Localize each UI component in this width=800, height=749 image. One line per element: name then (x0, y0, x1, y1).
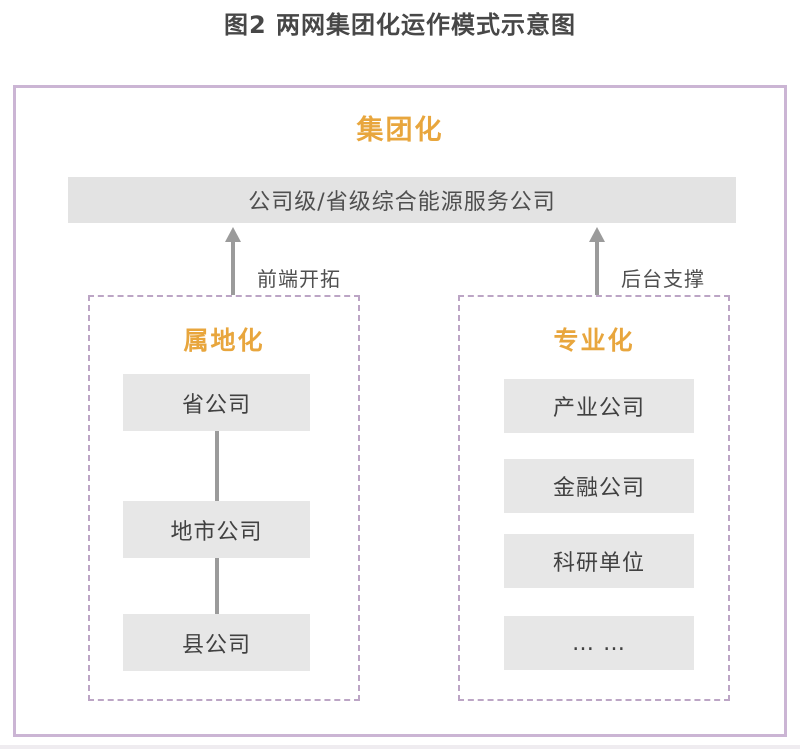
node-county-company: 县公司 (123, 614, 310, 671)
arrow-head (589, 227, 605, 242)
right-group-title: 专业化 (553, 326, 635, 355)
up-arrow-right-icon (589, 227, 605, 295)
connector-line (215, 558, 219, 614)
connector-line (215, 431, 219, 501)
group-title: 集团化 (356, 115, 444, 146)
left-group-box: 属地化 省公司 地市公司 县公司 (88, 295, 360, 701)
node-finance-company: 金融公司 (504, 459, 694, 513)
up-arrow-left-icon (225, 227, 241, 295)
top-company-bar-label: 公司级/省级综合能源服务公司 (248, 190, 556, 215)
page-title: 图2 两网集团化运作模式示意图 (223, 11, 577, 39)
arrow-shaft (595, 242, 599, 295)
right-arrow-label: 后台支撑 (621, 267, 705, 291)
right-group-box: 专业化 产业公司 金融公司 科研单位 … … (458, 295, 730, 701)
node-industry-company: 产业公司 (504, 379, 694, 433)
top-company-bar: 公司级/省级综合能源服务公司 (68, 177, 736, 223)
node-city-company: 地市公司 (123, 501, 310, 558)
node-province-company: 省公司 (123, 374, 310, 431)
node-ellipsis: … … (504, 616, 694, 670)
node-research-unit: 科研单位 (504, 534, 694, 588)
page-bottom-edge (0, 745, 800, 749)
arrow-shaft (231, 242, 235, 295)
left-group-title: 属地化 (183, 326, 265, 355)
left-arrow-label: 前端开拓 (257, 267, 341, 291)
arrow-head (225, 227, 241, 242)
